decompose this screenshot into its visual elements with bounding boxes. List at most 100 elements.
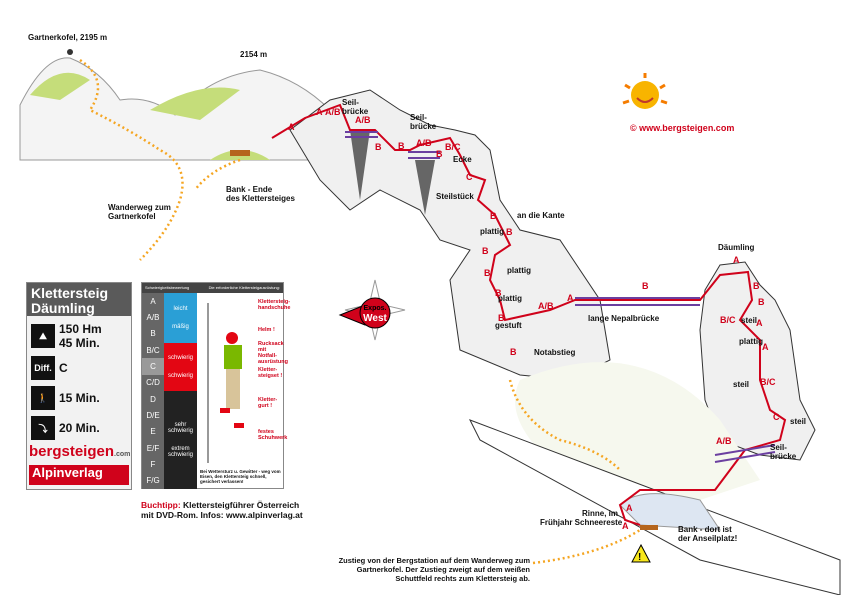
scale-grade: B/C bbox=[146, 345, 160, 355]
info-title: Klettersteig bbox=[31, 285, 109, 301]
label-plattig4: plattig bbox=[739, 337, 763, 346]
label-notabstieg: Notabstieg bbox=[534, 348, 575, 357]
label-seilbruecke3: Seil- bbox=[770, 443, 787, 452]
label-steil1: steil bbox=[741, 316, 757, 325]
label-plattig3: plattig bbox=[498, 294, 522, 303]
equipment-helmet: Helm ! bbox=[258, 327, 275, 333]
scale-grade: A bbox=[150, 296, 156, 306]
route-grade-label: A/B bbox=[716, 436, 732, 446]
compass-direction: West bbox=[363, 313, 387, 324]
label-seilbruecke2: Seil- bbox=[410, 113, 427, 122]
approach-description: Zustieg von der Bergstation auf dem Wand… bbox=[338, 556, 530, 583]
equipment-set: Kletter-steigset ! bbox=[258, 367, 283, 379]
label-bank_start1: Bank - dort ist bbox=[678, 525, 732, 534]
scale-grade: F/G bbox=[146, 476, 160, 486]
route-grade-label: A bbox=[567, 293, 574, 303]
label-steil3: steil bbox=[790, 417, 806, 426]
svg-text:!: ! bbox=[638, 552, 641, 563]
route-grade-label: B bbox=[758, 297, 765, 307]
difficulty-icon: Diff. bbox=[31, 356, 55, 380]
label-plattig2: plattig bbox=[507, 266, 531, 275]
rope-bridges bbox=[345, 131, 776, 463]
equipment-gloves: Klettersteig-handschuhe bbox=[258, 299, 291, 311]
route-grade-label: A bbox=[626, 503, 633, 513]
route-grade-label: B/C bbox=[720, 315, 736, 325]
summit-cross-icon bbox=[67, 49, 73, 55]
approach-trail bbox=[508, 379, 641, 565]
copyright: © www.bergsteigen.com bbox=[630, 123, 734, 133]
weather-warning: Bei Wettersturz u. Gewitter - weg vom Ei… bbox=[200, 469, 281, 484]
descent-icon: ⤵ bbox=[31, 416, 55, 440]
label-wanderweg2: Gartnerkofel bbox=[108, 212, 156, 221]
label-bank_end2: des Klettersteiges bbox=[226, 194, 295, 203]
equipment-shoes: festes Schuhwerk bbox=[258, 429, 288, 441]
scale-grade: A/B bbox=[146, 312, 160, 322]
scale-grade: E/F bbox=[146, 443, 160, 453]
label-seilbruecke1b: brücke bbox=[342, 107, 369, 116]
bench-start-icon bbox=[640, 525, 658, 530]
scale-grade: B bbox=[150, 329, 156, 339]
route-grade-label: A/B bbox=[325, 107, 341, 117]
rock-tower-daeumling bbox=[699, 261, 816, 461]
warning-icon bbox=[631, 543, 651, 563]
rock-towers-left bbox=[289, 89, 611, 381]
descent-time: 20 Min. bbox=[59, 421, 100, 435]
label-wanderweg1: Wanderweg zum bbox=[108, 203, 171, 212]
scale-grade: C/D bbox=[146, 378, 160, 388]
route-grade-label: A/B bbox=[416, 138, 432, 148]
route-grade-label: A/B bbox=[355, 115, 371, 125]
route-grade-label: B bbox=[506, 227, 513, 237]
route-grade-label: A bbox=[288, 122, 295, 132]
route-grade-label: B bbox=[490, 211, 497, 221]
label-steil2: steil bbox=[733, 380, 749, 389]
scale-header: Schwierigkeitsbewertung bbox=[145, 285, 190, 290]
route-grade-label: B bbox=[498, 313, 505, 323]
gully bbox=[350, 130, 435, 215]
route-grade-label: A bbox=[733, 255, 740, 265]
route-grade-label: C bbox=[466, 172, 473, 182]
sun-logo-icon bbox=[622, 73, 668, 109]
approach-icon: 🚶 bbox=[31, 386, 55, 410]
label-bank_start2: der Anseilplatz! bbox=[678, 534, 737, 543]
route-grade-label: A bbox=[762, 342, 769, 352]
route-grade-label: B bbox=[484, 268, 491, 278]
label-plattig1: plattig bbox=[480, 227, 504, 236]
route-grade-label: A bbox=[316, 107, 323, 117]
route-grade-label: B bbox=[495, 288, 502, 298]
climber-illustration bbox=[207, 303, 244, 463]
scale-grade: D bbox=[150, 394, 156, 404]
label-rinne1: Rinne, im bbox=[582, 509, 618, 518]
route-grade-label: B bbox=[642, 281, 649, 291]
route-grade-label: B/C bbox=[445, 142, 461, 152]
route-grade-label: B bbox=[398, 141, 405, 151]
route-grade-label: A bbox=[622, 521, 629, 531]
alpinverlag-logo: Alpinverlag bbox=[29, 465, 129, 485]
label-kante: an die Kante bbox=[517, 211, 565, 220]
route-grade-label: B bbox=[753, 281, 760, 291]
equipment-harness: Kletter-gurt ! bbox=[258, 397, 278, 409]
compass-rose: Expos. West bbox=[338, 279, 406, 341]
label-seilbruecke2b: brücke bbox=[410, 122, 437, 131]
route-grade-label: B bbox=[482, 246, 489, 256]
label-bank_end1: Bank - Ende bbox=[226, 185, 273, 194]
approach-time: 15 Min. bbox=[59, 391, 100, 405]
bergsteigen-logo: bergsteigen.com bbox=[29, 443, 131, 460]
bench-end-icon bbox=[230, 150, 250, 156]
difficulty-value: C bbox=[59, 361, 68, 375]
hiking-trail bbox=[79, 58, 241, 261]
label-steilstueck: Steilstück bbox=[436, 192, 474, 201]
scale-grade: D/E bbox=[146, 410, 160, 420]
compass-label: Expos. bbox=[364, 305, 387, 312]
ascent-height: 150 Hm bbox=[59, 322, 102, 336]
route-grade-label: A bbox=[756, 318, 763, 328]
label-seilbruecke3b: brücke bbox=[770, 452, 797, 461]
climb-time: 45 Min. bbox=[59, 336, 100, 350]
